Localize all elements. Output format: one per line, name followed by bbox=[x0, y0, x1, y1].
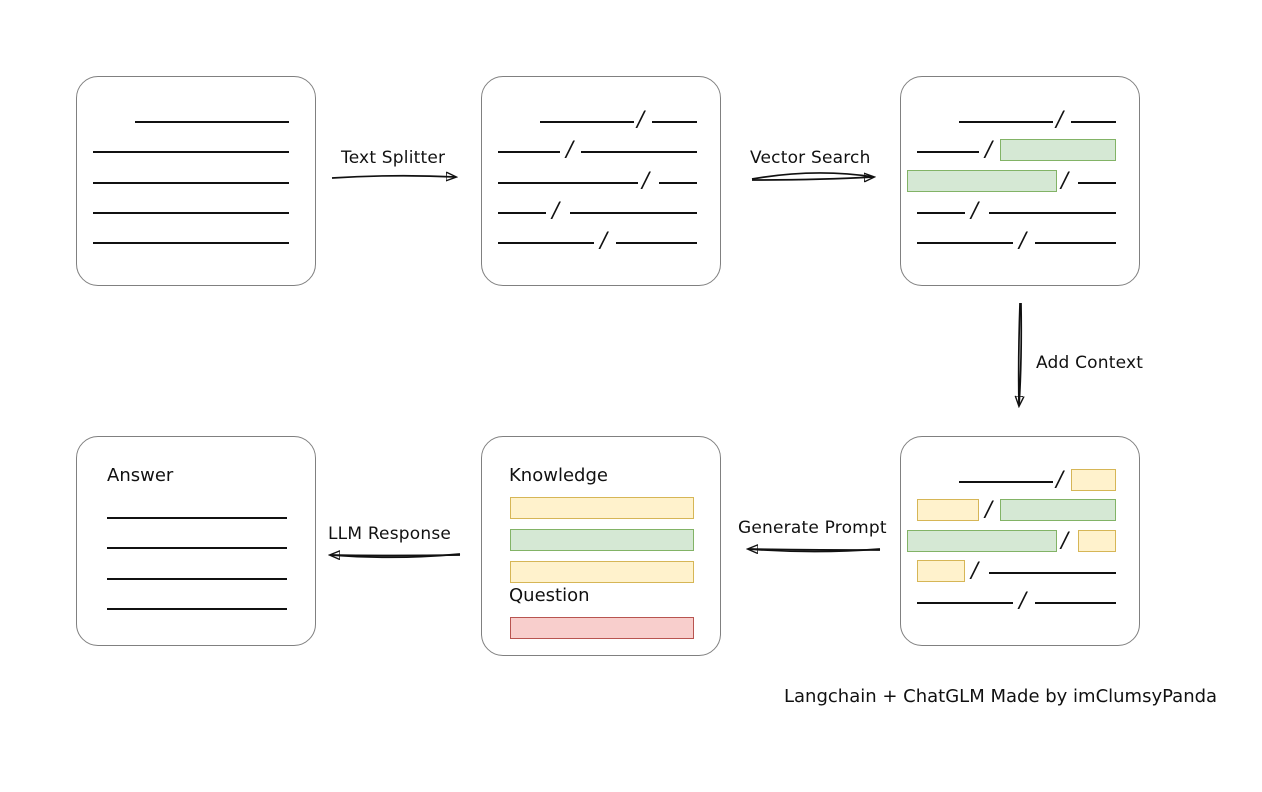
split-slash: / bbox=[985, 137, 993, 161]
split-slash: / bbox=[1061, 528, 1069, 552]
text-line-segment bbox=[498, 151, 560, 153]
context-chunk-highlight[interactable] bbox=[917, 499, 979, 521]
text-line-segment bbox=[917, 151, 979, 153]
split-slash: / bbox=[1056, 467, 1064, 491]
text-line bbox=[107, 547, 287, 549]
split-slash: / bbox=[566, 137, 574, 161]
edge-text-splitter-arrow bbox=[331, 176, 456, 178]
answer-heading: Answer bbox=[107, 465, 174, 486]
text-line-segment bbox=[498, 242, 594, 244]
edge-vector-search-arrow bbox=[751, 172, 874, 180]
split-slash: / bbox=[1019, 228, 1027, 252]
split-slash: / bbox=[985, 497, 993, 521]
edge-label-text-splitter: Text Splitter bbox=[341, 148, 446, 168]
text-line-segment bbox=[570, 212, 697, 214]
edge-label-vector-search: Vector Search bbox=[750, 148, 871, 168]
text-line-segment bbox=[917, 602, 1013, 604]
split-slash: / bbox=[637, 107, 645, 131]
text-line-segment bbox=[917, 242, 1013, 244]
knowledge-bar[interactable] bbox=[510, 497, 694, 519]
text-line bbox=[135, 121, 289, 123]
knowledge-heading: Knowledge bbox=[509, 465, 608, 486]
node-split-chunks[interactable]: / / / / / bbox=[481, 76, 721, 286]
question-bar[interactable] bbox=[510, 617, 694, 639]
text-line bbox=[107, 578, 287, 580]
text-line-segment bbox=[959, 481, 1053, 483]
context-chunk-highlight[interactable] bbox=[1078, 530, 1116, 552]
text-line bbox=[93, 151, 289, 153]
text-line-segment bbox=[498, 182, 638, 184]
split-slash: / bbox=[1019, 588, 1027, 612]
text-line-segment bbox=[581, 151, 697, 153]
split-slash: / bbox=[552, 198, 560, 222]
node-source-document[interactable] bbox=[76, 76, 316, 286]
edge-llm-response-arrow bbox=[330, 554, 461, 557]
text-line bbox=[93, 212, 289, 214]
text-line-segment bbox=[989, 212, 1116, 214]
split-slash: / bbox=[1056, 107, 1064, 131]
text-line-segment bbox=[616, 242, 697, 244]
node-context-added-chunks[interactable]: / / / / / bbox=[900, 436, 1140, 646]
text-line-segment bbox=[917, 212, 965, 214]
split-slash: / bbox=[600, 228, 608, 252]
matched-chunk-highlight[interactable] bbox=[1000, 499, 1116, 521]
text-line-segment bbox=[498, 212, 546, 214]
text-line bbox=[93, 182, 289, 184]
text-line bbox=[93, 242, 289, 244]
context-chunk-highlight[interactable] bbox=[917, 560, 965, 582]
text-line-segment bbox=[659, 182, 697, 184]
node-generated-prompt[interactable]: Knowledge Question bbox=[481, 436, 721, 656]
edge-label-generate-prompt: Generate Prompt bbox=[738, 518, 887, 538]
text-line-segment bbox=[652, 121, 697, 123]
split-slash: / bbox=[971, 198, 979, 222]
matched-chunk-highlight[interactable] bbox=[907, 530, 1057, 552]
question-heading: Question bbox=[509, 585, 590, 606]
knowledge-bar[interactable] bbox=[510, 529, 694, 551]
split-slash: / bbox=[642, 168, 650, 192]
context-chunk-highlight[interactable] bbox=[1071, 469, 1116, 491]
edge-label-add-context: Add Context bbox=[1036, 353, 1144, 373]
matched-chunk-highlight[interactable] bbox=[1000, 139, 1116, 161]
text-line-segment bbox=[959, 121, 1053, 123]
split-slash: / bbox=[1061, 168, 1069, 192]
edge-label-llm-response: LLM Response bbox=[328, 524, 452, 544]
matched-chunk-highlight[interactable] bbox=[907, 170, 1057, 192]
text-line-segment bbox=[989, 572, 1116, 574]
split-slash: / bbox=[971, 558, 979, 582]
text-line-segment bbox=[1035, 602, 1116, 604]
node-answer[interactable]: Answer bbox=[76, 436, 316, 646]
text-line-segment bbox=[540, 121, 634, 123]
text-line-segment bbox=[1071, 121, 1116, 123]
edge-generate-prompt-arrow bbox=[748, 549, 881, 552]
text-line bbox=[107, 517, 287, 519]
edge-add-context-arrow bbox=[1019, 302, 1022, 406]
text-line-segment bbox=[1035, 242, 1116, 244]
node-vector-matched-chunks[interactable]: / / / / / bbox=[900, 76, 1140, 286]
knowledge-bar[interactable] bbox=[510, 561, 694, 583]
diagram-caption: Langchain + ChatGLM Made by imClumsyPand… bbox=[784, 686, 1218, 707]
text-line bbox=[107, 608, 287, 610]
text-line-segment bbox=[1078, 182, 1116, 184]
